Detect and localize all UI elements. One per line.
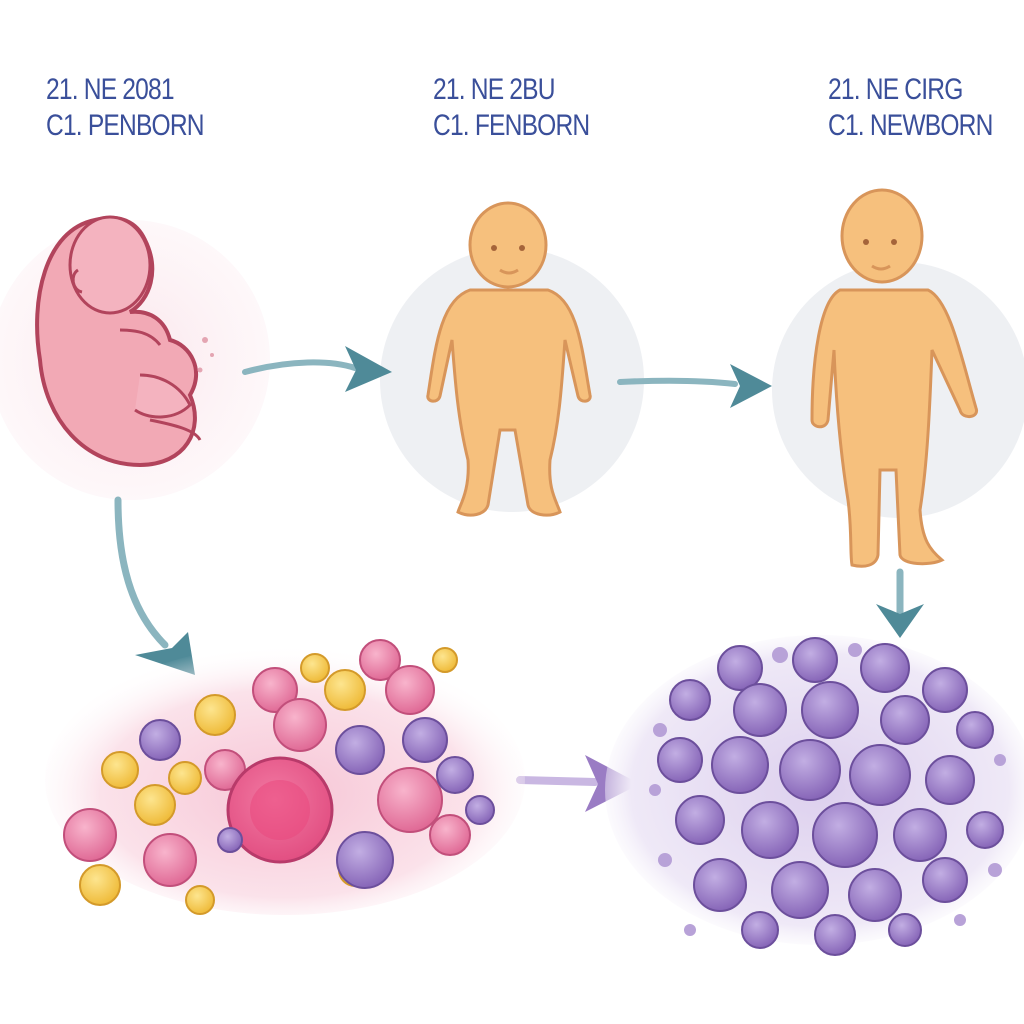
stage-label-1-line1: 21. NE 2081 — [46, 73, 175, 106]
toddler-illustration — [810, 188, 979, 568]
stage-label-3-line2: C1. NEWBORN — [828, 109, 993, 142]
purple-cell-cluster — [605, 635, 1024, 956]
stage-label-2-line1: 21. NE 2BU — [433, 73, 556, 106]
stage-label-1-line2: C1. PENBORN — [46, 109, 205, 142]
stage-label-1: 21. NE 2081 C1. PENBORN — [46, 72, 205, 144]
stage-label-3: 21. NE CIRG C1. NEWBORN — [828, 72, 993, 144]
fetus-illustration — [35, 215, 214, 468]
stage-label-2: 21. NE 2BU C1. FENBORN — [433, 72, 590, 144]
arrow-infant-to-toddler — [617, 364, 772, 408]
arrow-fetus-to-cells — [114, 496, 195, 675]
stage-label-2-line2: C1. FENBORN — [433, 109, 590, 142]
arrow-fetus-to-infant — [242, 346, 392, 392]
infant-illustration — [426, 201, 592, 517]
mixed-cell-cluster — [45, 639, 525, 915]
stage-label-3-line1: 21. NE CIRG — [828, 73, 963, 106]
arrow-toddler-to-cells — [876, 568, 924, 638]
